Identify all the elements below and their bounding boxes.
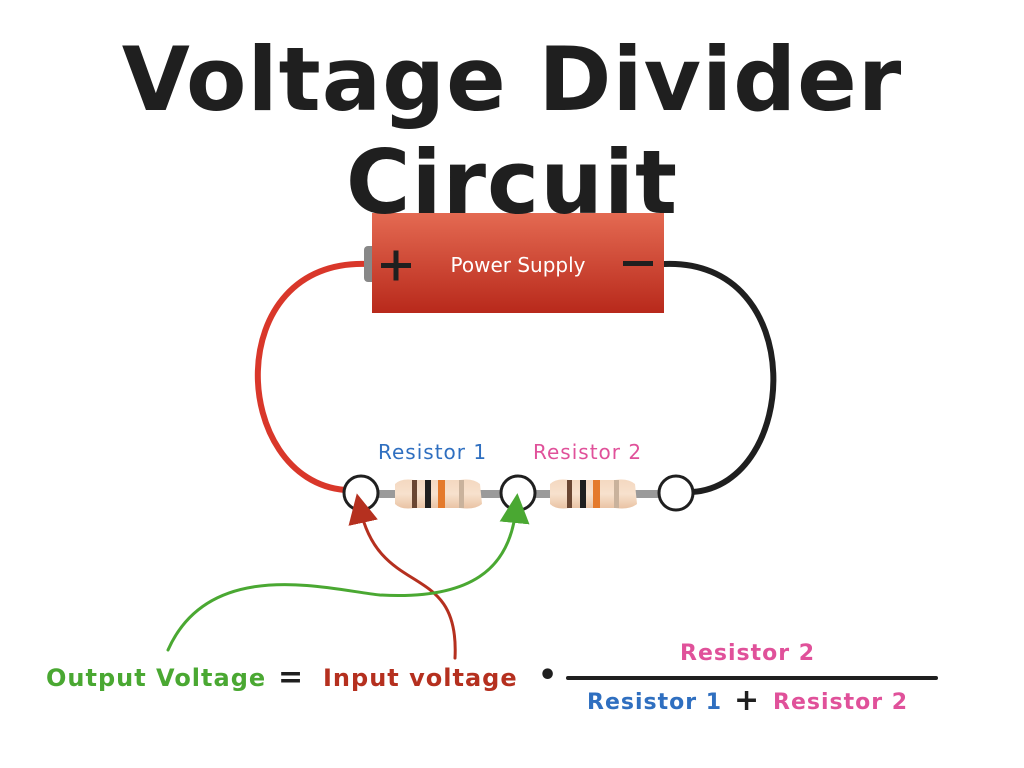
input-voltage-label: Input voltage bbox=[323, 664, 518, 692]
output-voltage-label: Output Voltage bbox=[46, 664, 267, 692]
page-title: Voltage Divider Circuit bbox=[121, 28, 903, 234]
black-wire bbox=[661, 260, 777, 495]
band-tan bbox=[459, 480, 464, 508]
plus-icon bbox=[381, 250, 411, 281]
band-orange bbox=[438, 480, 445, 508]
equals-sign: = bbox=[278, 660, 304, 695]
denominator-resistor-1: Resistor 1 bbox=[587, 690, 723, 715]
numerator-label: Resistor 2 bbox=[680, 641, 816, 666]
output-arrow bbox=[166, 493, 530, 652]
denominator-resistor-2: Resistor 2 bbox=[773, 690, 909, 715]
power-supply-body bbox=[372, 213, 664, 313]
node-input bbox=[342, 474, 380, 512]
multiply-dot: • bbox=[538, 658, 558, 693]
band-black bbox=[425, 480, 431, 508]
band-brown bbox=[412, 480, 417, 508]
input-arrow bbox=[348, 493, 457, 660]
power-supply-label: Power Supply bbox=[450, 253, 586, 277]
band-black bbox=[580, 480, 586, 508]
minus-icon bbox=[623, 261, 653, 266]
band-orange bbox=[593, 480, 600, 508]
resistor-1 bbox=[395, 479, 482, 509]
band-brown bbox=[567, 480, 572, 508]
band-tan bbox=[614, 480, 619, 508]
resistor-2-label: Resistor 2 bbox=[533, 440, 643, 464]
node-output bbox=[499, 474, 537, 512]
node-ground bbox=[657, 474, 695, 512]
plus-sign: + bbox=[734, 683, 760, 718]
resistor-2 bbox=[550, 479, 637, 509]
resistor-1-label: Resistor 1 bbox=[378, 440, 488, 464]
red-wire bbox=[254, 260, 371, 493]
